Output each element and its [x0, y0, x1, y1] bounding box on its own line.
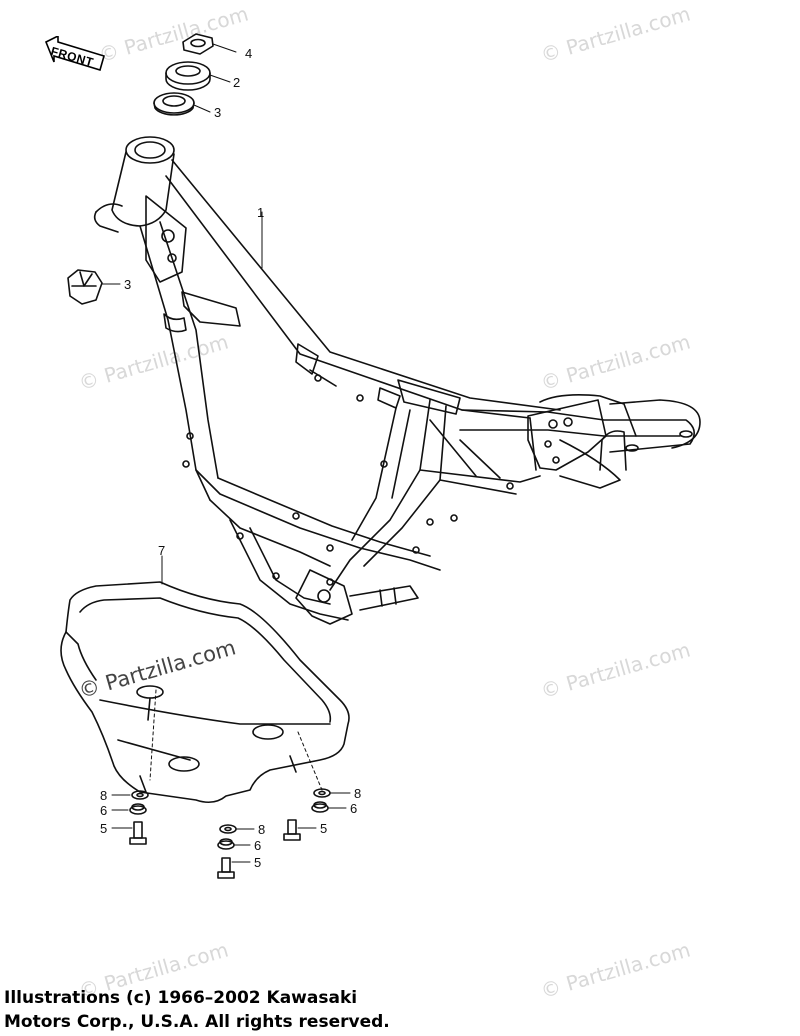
copyright-line-1: Illustrations (c) 1966–2002 Kawasaki: [4, 988, 358, 1008]
callout-6-center: 6: [254, 838, 262, 853]
frame-1: [93, 136, 701, 625]
callout-5-center: 5: [254, 855, 262, 870]
bearing-race-3-left: [67, 269, 103, 305]
callout-6-right: 6: [350, 801, 358, 816]
skid-plate-7: [60, 581, 350, 804]
nut-4: [182, 33, 214, 55]
callout-8-center: 8: [258, 822, 266, 837]
callout-6-left: 6: [100, 803, 108, 818]
callout-3-left: 3: [124, 277, 132, 292]
callout-8-right: 8: [354, 786, 362, 801]
callout-4: 4: [245, 46, 253, 61]
hardware-center: [217, 824, 237, 879]
hardware-left: [129, 790, 149, 845]
callout-5-left: 5: [100, 821, 108, 836]
callout-8-left: 8: [100, 788, 108, 803]
callout-2: 2: [233, 75, 241, 90]
bearing-race-2: [165, 61, 211, 91]
front-arrow-icon: [44, 36, 105, 72]
bearing-race-3-top: [153, 92, 195, 116]
copyright-notice: Illustrations (c) 1966–2002 Kawasaki Mot…: [4, 986, 390, 1034]
callout-5-right: 5: [320, 821, 328, 836]
callout-7: 7: [158, 543, 166, 558]
callout-3-top: 3: [214, 105, 222, 120]
copyright-line-2: Motors Corp., U.S.A. All rights reserved…: [4, 1012, 390, 1032]
callout-1: 1: [257, 205, 265, 220]
